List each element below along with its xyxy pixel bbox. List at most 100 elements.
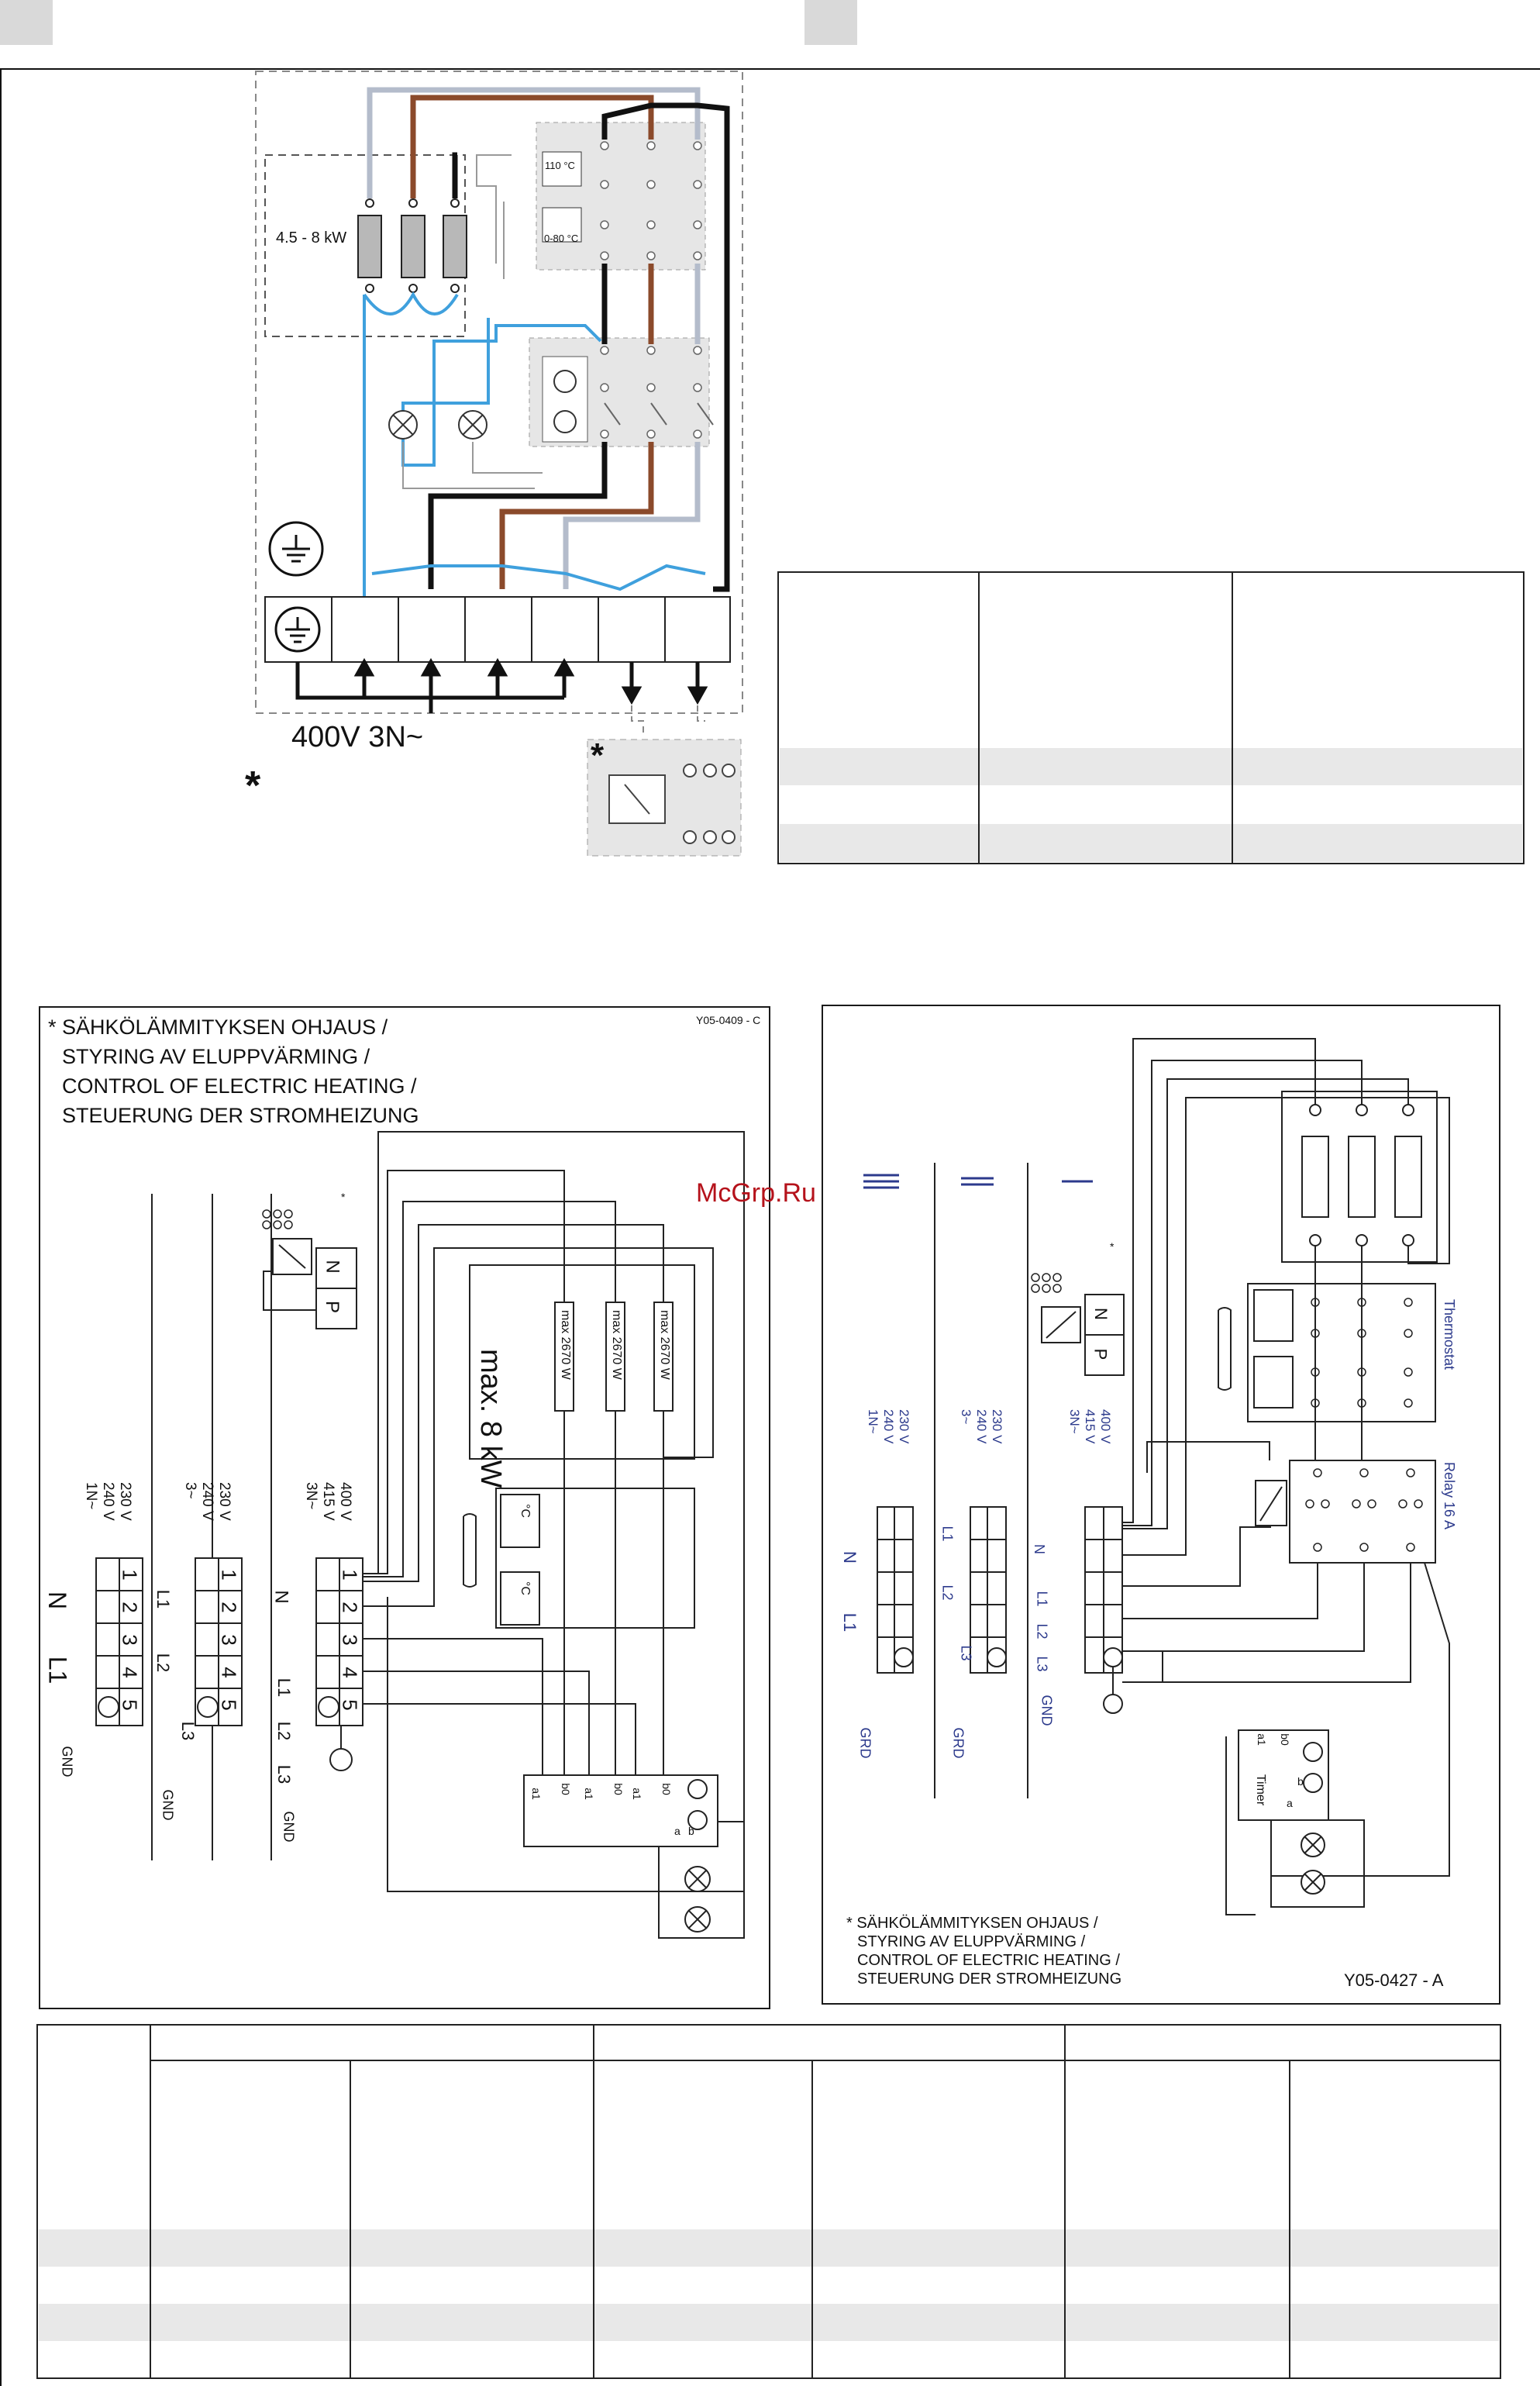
left-block1-term-2: 2 bbox=[118, 1602, 142, 1613]
left-l2-block3: L2 bbox=[274, 1721, 295, 1741]
right-l1-block3: L1 bbox=[1034, 1591, 1050, 1607]
right-timer-a: a bbox=[1287, 1797, 1293, 1809]
left-l3-block2: L3 bbox=[178, 1721, 198, 1741]
left-block2-term-3: 3 bbox=[217, 1634, 241, 1646]
right-timer-b: b bbox=[1297, 1775, 1304, 1788]
left-element-1: max 2670 W bbox=[559, 1310, 572, 1380]
thermostat-low-label: 0-80 °C bbox=[544, 233, 579, 244]
left-diagram-frame bbox=[39, 1006, 770, 2009]
left-diagram-title-3: CONTROL OF ELECTRIC HEATING / bbox=[62, 1074, 417, 1098]
power-range-label: 4.5 - 8 kW bbox=[276, 229, 347, 247]
left-diagram-code: Y05-0409 - C bbox=[696, 1014, 761, 1026]
left-block2-term-4: 4 bbox=[217, 1667, 241, 1678]
right-l2-block3: L2 bbox=[1034, 1623, 1050, 1640]
left-relay-n: N bbox=[322, 1260, 343, 1274]
right-voltage-1n-3: 1N~ bbox=[866, 1409, 880, 1434]
right-voltage-1n-1: 230 V bbox=[897, 1409, 911, 1444]
left-max-power: max. 8 kW bbox=[474, 1349, 507, 1488]
right-relay-asterisk: * bbox=[1110, 1240, 1115, 1253]
left-l3-block3: L3 bbox=[274, 1764, 295, 1784]
left-switch-a: a bbox=[674, 1825, 680, 1837]
right-timer-label: Timer bbox=[1254, 1774, 1268, 1806]
left-n-block3: N bbox=[270, 1590, 292, 1604]
right-voltage-3n-1: 400 V bbox=[1098, 1409, 1113, 1444]
right-voltage-3-3: 3~ bbox=[959, 1409, 973, 1425]
left-block1-term-1: 1 bbox=[118, 1569, 142, 1581]
left-l1-block2: L1 bbox=[153, 1589, 174, 1609]
left-gnd-1: GND bbox=[59, 1746, 75, 1777]
left-block2-term-2: 2 bbox=[217, 1602, 241, 1613]
left-block3-term-1: 1 bbox=[338, 1569, 362, 1581]
left-n-label: N bbox=[43, 1591, 72, 1610]
left-block1-term-3: 3 bbox=[118, 1634, 142, 1646]
right-l3-block3: L3 bbox=[1034, 1656, 1050, 1672]
left-voltage-3-1: 230 V bbox=[216, 1482, 233, 1521]
right-voltage-3-2: 240 V bbox=[974, 1409, 989, 1444]
right-n-block3: N bbox=[1032, 1544, 1047, 1554]
right-diagram-code: Y05-0427 - A bbox=[1344, 1971, 1444, 1990]
right-grd-1: GRD bbox=[857, 1727, 873, 1759]
right-diagram-title-2: STYRING AV ELUPPVÄRMING / bbox=[857, 1933, 1086, 1950]
right-diagram-title-3: CONTROL OF ELECTRIC HEATING / bbox=[857, 1952, 1120, 1969]
left-diagram-title-4: STEUERUNG DER STROMHEIZUNG bbox=[62, 1104, 419, 1127]
right-voltage-3n-3: 3N~ bbox=[1067, 1409, 1082, 1434]
right-n-label: N bbox=[839, 1551, 860, 1564]
asterisk-relay: * bbox=[591, 736, 605, 774]
left-switch-a1-1: a1 bbox=[529, 1788, 543, 1800]
right-grd-2: GRD bbox=[950, 1727, 966, 1759]
left-block2-term-5: 5 bbox=[217, 1699, 241, 1711]
left-switch-b0-1: b0 bbox=[559, 1783, 572, 1795]
left-l1-label: L1 bbox=[43, 1656, 72, 1684]
left-switch-a1-2: a1 bbox=[582, 1788, 595, 1800]
left-voltage-3n-1: 400 V bbox=[337, 1482, 353, 1521]
left-element-3: max 2670 W bbox=[658, 1310, 671, 1380]
right-voltage-1n-2: 240 V bbox=[881, 1409, 896, 1444]
left-element-2: max 2670 W bbox=[610, 1310, 623, 1380]
left-voltage-3-2: 240 V bbox=[199, 1482, 215, 1521]
left-switch-b: b bbox=[688, 1825, 694, 1837]
right-voltage-3-1: 230 V bbox=[990, 1409, 1004, 1444]
left-block3-term-4: 4 bbox=[338, 1667, 362, 1678]
top-wiring-diagram bbox=[255, 71, 1524, 864]
left-block2-term-1: 1 bbox=[217, 1569, 241, 1581]
right-l1-block2: L1 bbox=[939, 1526, 956, 1542]
asterisk-left: * bbox=[245, 764, 261, 809]
left-thermo-1: °C bbox=[518, 1504, 532, 1518]
left-block1-term-4: 4 bbox=[118, 1667, 142, 1678]
header-rule bbox=[0, 68, 1540, 70]
right-timer-a1: a1 bbox=[1255, 1733, 1268, 1746]
header-tab-right bbox=[804, 0, 857, 45]
left-l2-block2: L2 bbox=[153, 1653, 174, 1673]
left-switch-b0-2: b0 bbox=[612, 1783, 625, 1795]
left-voltage-3-3: 3~ bbox=[182, 1482, 198, 1499]
left-switch-a1-3: a1 bbox=[630, 1788, 643, 1800]
left-switch-b0-3: b0 bbox=[660, 1783, 673, 1795]
left-voltage-3n-3: 3N~ bbox=[303, 1482, 319, 1510]
left-diagram-title-2: STYRING AV ELUPPVÄRMING / bbox=[62, 1045, 370, 1068]
thermostat-high-label: 110 °C bbox=[545, 160, 575, 171]
supply-label: 400V 3N~ bbox=[291, 721, 424, 753]
left-diagram-title-1: * SÄHKÖLÄMMITYKSEN OHJAUS / bbox=[48, 1015, 388, 1039]
left-l1-block3: L1 bbox=[274, 1677, 295, 1698]
left-block3-term-2: 2 bbox=[338, 1602, 362, 1613]
right-l3-block2: L3 bbox=[958, 1645, 974, 1661]
right-diagram-frame bbox=[822, 1005, 1500, 2005]
left-voltage-1n-1: 230 V bbox=[117, 1482, 133, 1521]
right-thermostat-label: Thermostat bbox=[1442, 1299, 1457, 1371]
right-diagram-title-4: STEUERUNG DER STROMHEIZUNG bbox=[857, 1971, 1122, 1988]
left-thermo-2: °C bbox=[518, 1581, 532, 1595]
right-l2-block2: L2 bbox=[939, 1584, 956, 1601]
left-block1-term-5: 5 bbox=[118, 1699, 142, 1711]
page-left-rule bbox=[0, 68, 2, 2386]
right-l1-label: L1 bbox=[840, 1612, 860, 1633]
left-gnd-3: GND bbox=[281, 1811, 297, 1843]
right-relay-p: P bbox=[1090, 1348, 1111, 1360]
right-gnd-block3: GND bbox=[1039, 1695, 1055, 1726]
right-voltage-3n-2: 415 V bbox=[1083, 1409, 1097, 1444]
left-block3-term-5: 5 bbox=[338, 1699, 362, 1711]
header-tab-left bbox=[0, 0, 53, 45]
right-timer-b0: b0 bbox=[1278, 1733, 1291, 1746]
watermark: McGrp.Ru bbox=[696, 1178, 816, 1208]
left-voltage-1n-3: 1N~ bbox=[83, 1482, 99, 1510]
right-diagram-title-1: * SÄHKÖLÄMMITYKSEN OHJAUS / bbox=[846, 1915, 1098, 1932]
